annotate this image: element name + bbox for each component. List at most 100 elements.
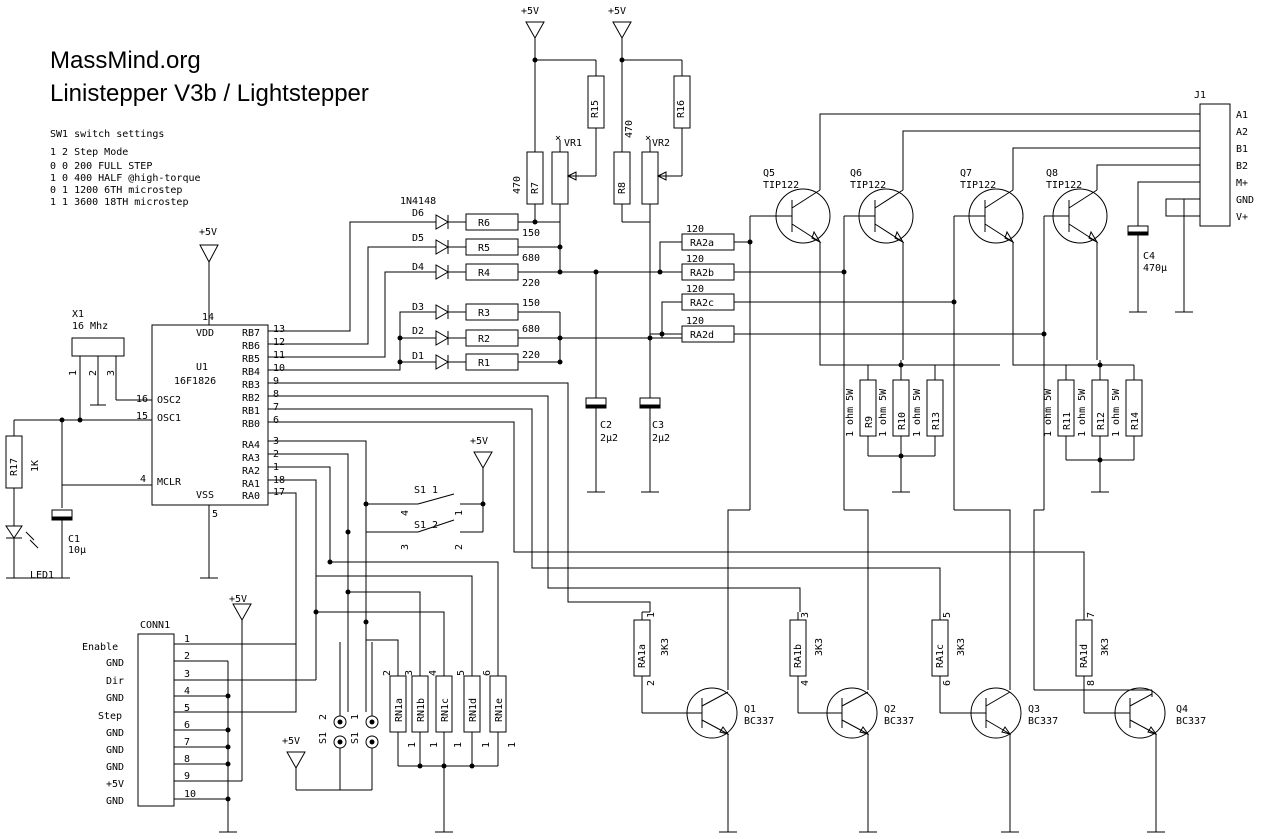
sense-value: 1 ohm 5W [845, 388, 856, 437]
rn-pin: 1 [407, 742, 418, 748]
conn1-pin-name: GND [106, 745, 124, 756]
conn1-pin-name: Step [98, 711, 122, 722]
bjt-q2: Q2 BC337 [826, 687, 914, 833]
s1-pin: 1 [454, 510, 465, 516]
conn1-pin-name: GND [106, 796, 124, 807]
bjt-part: BC337 [884, 716, 914, 727]
rn-pin: 1 [481, 742, 492, 748]
crystal-value: 16 Mhz [72, 321, 108, 332]
base-res-pin: 2 [646, 680, 657, 686]
ra2-value: 120 [686, 284, 704, 295]
ra2-ref: RA2a [690, 238, 714, 249]
base-res-pin: 7 [1086, 612, 1097, 618]
mcu-pin-name: RB0 [242, 419, 260, 430]
res-value: 680 [522, 253, 540, 264]
mcu-pin-name: RB4 [242, 367, 260, 378]
supply-label: +5V [608, 6, 626, 17]
base-resistor-ra1d: RA1d 3K3 7 8 [1075, 612, 1116, 714]
base-res-ref: RA1b [793, 644, 804, 668]
mcu-pin-name: RA1 [242, 479, 260, 490]
mcu-vss-label: VSS [196, 490, 214, 501]
base-res-ref: RA1a [637, 644, 648, 668]
bjt-ref: Q2 [884, 704, 896, 715]
diode-network: 1N4148 D6 R6 150 D5 R5 680 D4 R4 220 [268, 196, 563, 371]
sense-value: 1 ohm 5W [1043, 388, 1054, 437]
jumper-ref: S1 [350, 732, 361, 744]
base-drive-wires [268, 382, 1153, 697]
c4-value: 470µ [1143, 263, 1167, 274]
vr1-nc: × [555, 133, 561, 144]
sense-ref: R14 [1130, 412, 1141, 430]
diode-part: 1N4148 [400, 196, 436, 207]
vr2-ref: VR2 [652, 138, 670, 149]
j1-pin: B2 [1236, 161, 1248, 172]
jumper-num: 2 [318, 714, 329, 720]
darlington-part: TIP122 [763, 180, 799, 191]
c3-ref: C3 [652, 420, 664, 431]
base-res-value: 3K3 [660, 638, 671, 656]
supply-label: +5V [199, 227, 217, 238]
rn-ref: RN1a [394, 698, 405, 722]
mcu-vdd-pin: 14 [202, 312, 214, 323]
conn1-pin-name: GND [106, 693, 124, 704]
res-ref: R2 [478, 334, 490, 345]
switch-table-row: 1 1 3600 18TH microstep [50, 197, 188, 208]
switch-s1: +5V S1 1 S1 2 4 1 3 2 [366, 436, 493, 550]
switch-table-heading: SW1 switch settings [50, 129, 164, 140]
mcu-pin-num: 12 [273, 337, 285, 348]
base-res-ref: RA1d [1079, 644, 1090, 668]
diode-label: D1 [412, 351, 424, 362]
c3-value: 2µ2 [652, 433, 670, 444]
darlington-ref: Q5 [763, 168, 775, 179]
res-ref: R6 [478, 218, 490, 229]
base-resistor-ra1a: RA1a 3K3 1 2 [633, 611, 688, 714]
rn-pin: 1 [507, 742, 518, 748]
darlington-part: TIP122 [850, 180, 886, 191]
supply-label: +5V [282, 736, 300, 747]
switch-table-row: 0 0 200 FULL STEP [50, 161, 152, 172]
rn-pin: 3 [404, 670, 415, 676]
sense-ref: R12 [1096, 412, 1107, 430]
conn1-pin-num: 3 [184, 669, 190, 680]
title-project: Linistepper V3b / Lightstepper [50, 80, 369, 107]
led1-label: LED1 [30, 570, 54, 581]
ra2-resistors: RA2a RA2b RA2c RA2d 120 120 120 120 [650, 224, 1047, 343]
ra2-ref: RA2d [690, 330, 714, 341]
darlington-q6: Q6 TIP122 [843, 168, 914, 510]
conn1-pin-num: 10 [184, 789, 196, 800]
rn-pin: 1 [429, 742, 440, 748]
darlington-q5: Q5 TIP122 [749, 168, 831, 510]
mcu-pin-num: 10 [273, 363, 285, 374]
bjt-part: BC337 [744, 716, 774, 727]
mcu-pin-name: RA3 [242, 453, 260, 464]
darlington-ref: Q8 [1046, 168, 1058, 179]
s1-pin: 2 [454, 544, 465, 550]
res-value: 220 [522, 350, 540, 361]
mcu-pin-name: RB5 [242, 354, 260, 365]
c1-ref: C1 [68, 534, 80, 545]
s1-jumper: S1 2 S1 1 +5V [282, 642, 379, 791]
vr1-ref: VR1 [564, 138, 582, 149]
s1a-label: S1 1 [414, 485, 438, 496]
conn1-pin-num: 9 [184, 771, 190, 782]
conn1-pin-name: +5V [106, 779, 124, 790]
ra2-value: 120 [686, 316, 704, 327]
mcu-u1: U1 16F1826 VDD VSS OSC2 OSC1 MCLR 16 15 … [136, 312, 285, 520]
ra2-value: 120 [686, 254, 704, 265]
base-res-ref: RA1c [935, 644, 946, 668]
darlington-ref: Q6 [850, 168, 862, 179]
bjt-q3: Q3 BC337 [970, 687, 1058, 833]
bjt-ref: Q3 [1028, 704, 1040, 715]
rn-pin: 4 [428, 670, 439, 676]
conn1-pin-name: Enable [82, 642, 118, 653]
mcu-pin-num: 15 [136, 411, 148, 422]
sense-ref: R10 [897, 412, 908, 430]
rn-pin: 5 [456, 670, 467, 676]
sense-resistors-b: 1 ohm 5W 1 ohm 5W 1 ohm 5W R11 R12 R14 [1043, 360, 1143, 493]
conn1-pin-num: 7 [184, 737, 190, 748]
connector-j1: J1 A1 A2 B1 B2 M+ GND V+ C4 470µ [1127, 90, 1254, 313]
mcu-pin-num: 7 [273, 402, 279, 413]
s1-pin: 3 [400, 544, 411, 550]
mcu-pin-name: OSC2 [157, 395, 181, 406]
